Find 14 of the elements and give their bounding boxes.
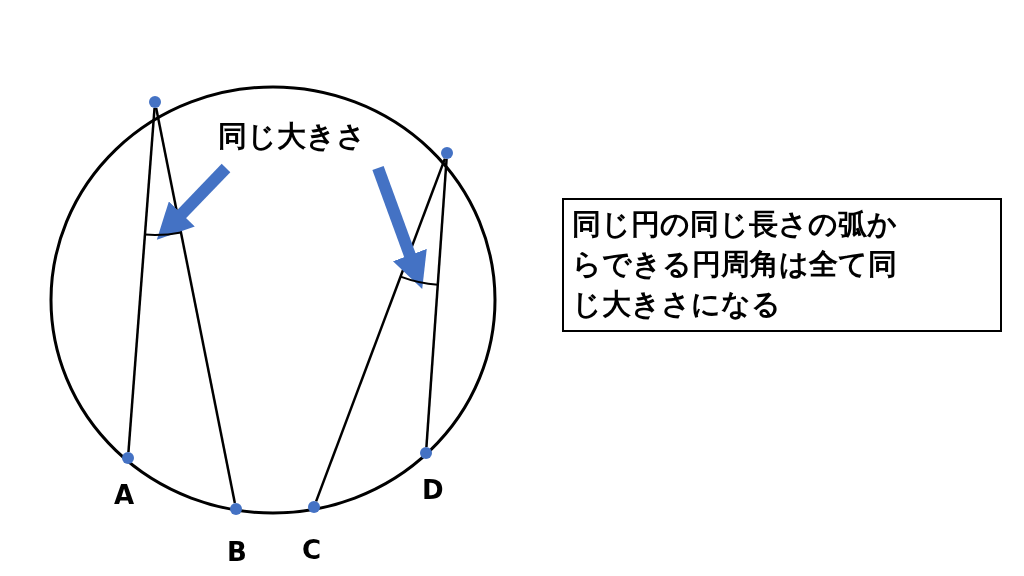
point-label: A [114, 480, 135, 510]
point-label: B [227, 537, 247, 567]
chord-line [314, 158, 447, 502]
chord-line [154, 107, 237, 504]
angle-note: 同じ大きさ [218, 118, 366, 154]
note-box: 同じ円の同じ長さの弧からできる円周角は全て同じ大きさになる [562, 198, 1002, 332]
arrow [156, 163, 231, 240]
point-label: C [302, 535, 322, 565]
arrow [372, 165, 427, 289]
point-label: D [422, 475, 444, 505]
chord-line [127, 107, 156, 453]
angle-arc [143, 231, 182, 236]
chord-line [425, 158, 448, 448]
angle-arc [399, 275, 439, 286]
